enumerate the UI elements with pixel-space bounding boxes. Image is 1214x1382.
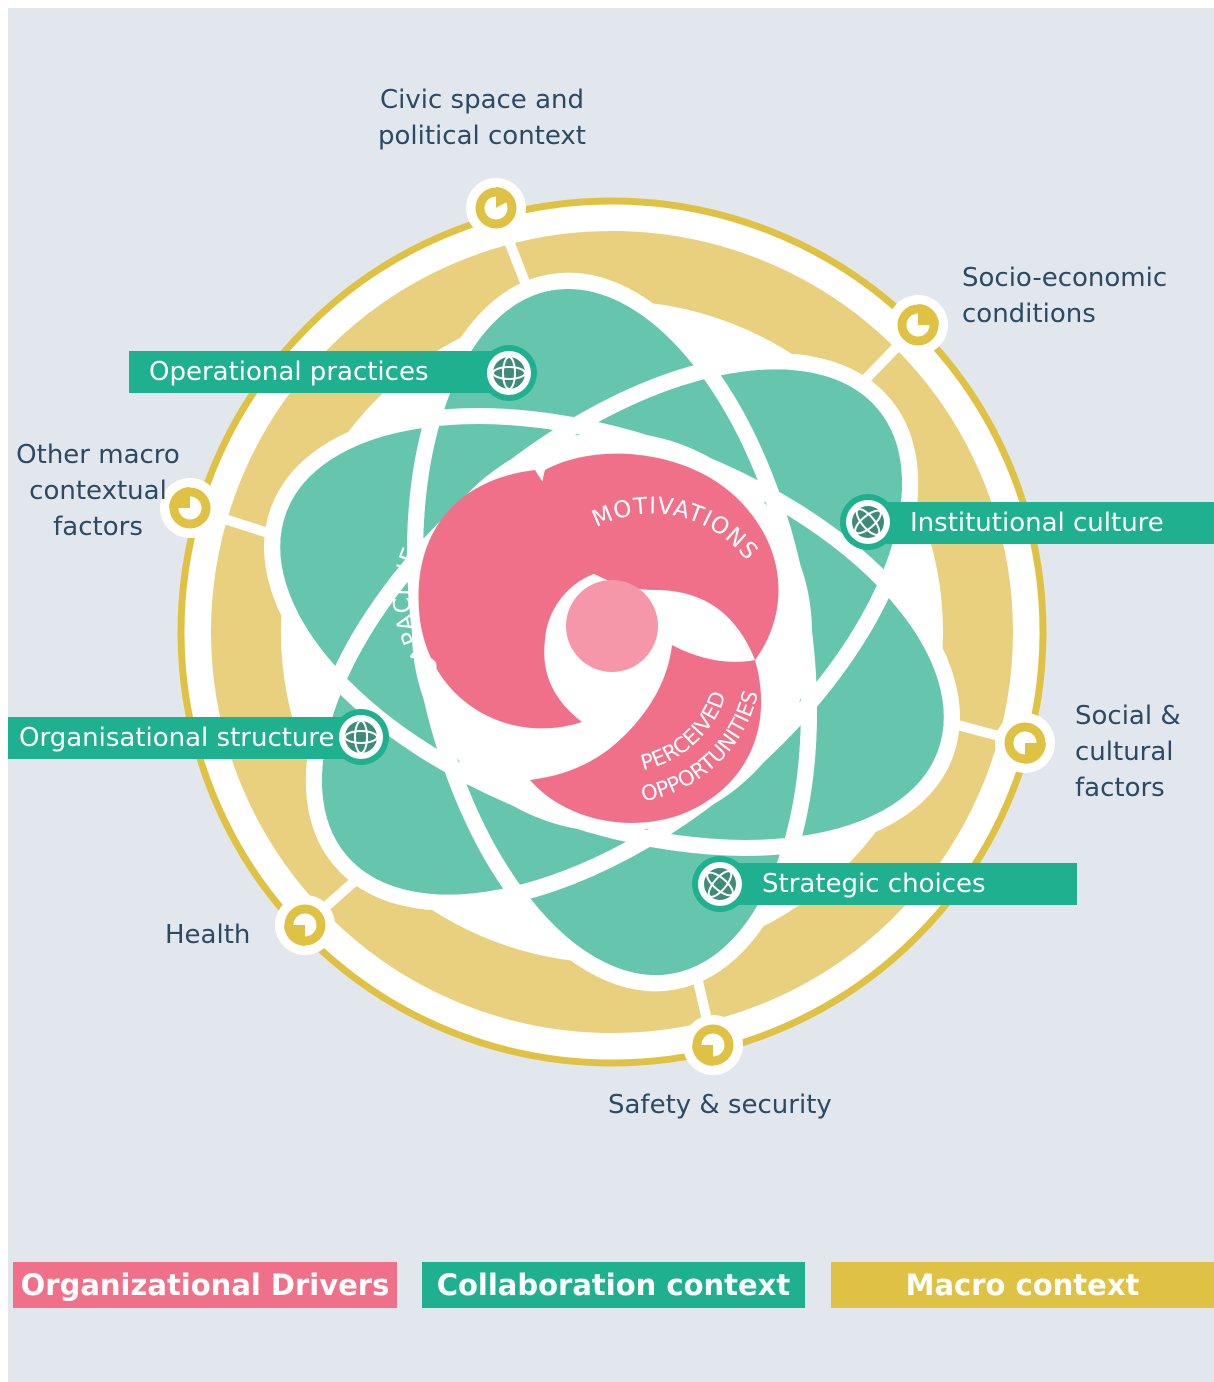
label-operational-practices: Operational practices [129,351,509,393]
label-safety-security: Safety & security [608,1090,832,1120]
pie-chart-icon [160,478,220,538]
macro-nodes [160,178,1055,1075]
legend-macro-context: Macro context [831,1262,1214,1308]
pie-chart-icon [995,713,1055,773]
legend-collaboration-context: Collaboration context [422,1262,805,1308]
motivations-lobe [541,453,779,660]
pie-chart-icon [888,295,948,355]
label-civic-space: Civic space and political context [378,85,586,151]
drivers-swirl [418,453,779,823]
pie-chart-icon [683,1015,743,1075]
pie-chart-icon [275,895,335,955]
label-other-macro: Other macro contextual factors [16,440,180,542]
label-health: Health [165,920,251,950]
legend-organizational-drivers: Organizational Drivers [13,1262,397,1308]
core-center-dot [566,580,658,672]
label-social-cultural: Social & cultural factors [1075,701,1181,803]
perceived-opportunities-lobe [530,645,762,823]
label-socio-economic: Socio-economic conditions [962,263,1168,329]
label-organisational-structures: Organisational structures [8,717,360,759]
label-strategic-choices: Strategic choices [718,863,1077,905]
pie-chart-icon [466,178,526,238]
label-institutional-culture: Institutional culture [870,502,1214,544]
